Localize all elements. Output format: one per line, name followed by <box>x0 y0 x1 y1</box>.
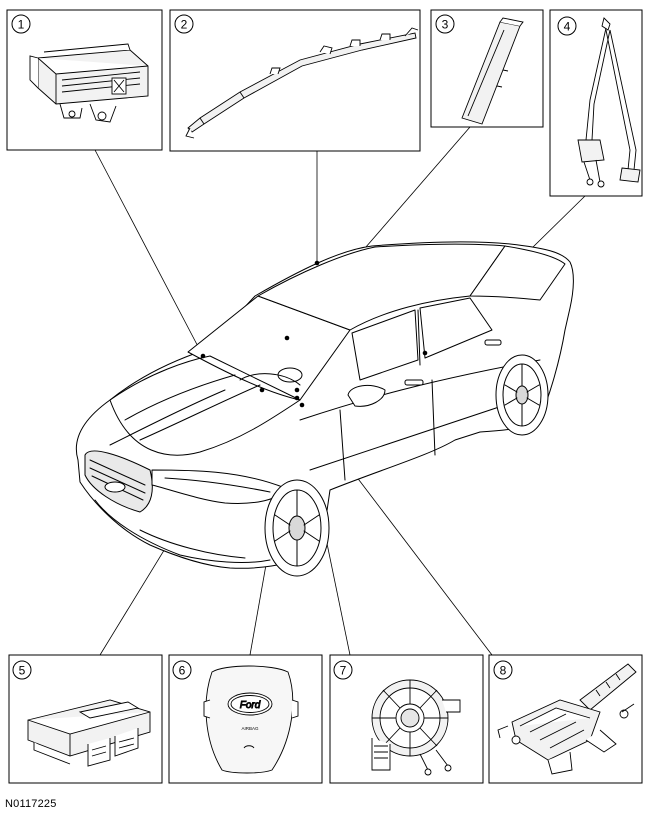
callout-number-5: 5 <box>19 664 26 678</box>
clockspring-icon <box>371 679 461 776</box>
callout-panel-4: 4 <box>549 9 643 197</box>
target-points <box>200 260 428 408</box>
leader-line-1 <box>94 149 204 357</box>
callout-panel-1: 1 <box>6 9 163 151</box>
steering-column-icon <box>497 663 637 775</box>
rear-side-window <box>419 297 493 359</box>
target-dot-5 <box>259 387 265 393</box>
target-dot-7 <box>294 395 300 401</box>
windshield <box>187 295 351 401</box>
callout-panel-3: 3 <box>430 9 544 128</box>
target-dot-6 <box>294 387 300 393</box>
callout-panel-5: 5 <box>8 654 163 784</box>
callout-number-2: 2 <box>181 18 188 32</box>
front-side-window <box>351 309 419 381</box>
callout-number-7: 7 <box>340 664 347 678</box>
target-dot-4 <box>422 350 428 356</box>
roof <box>257 243 506 331</box>
side-mirror <box>347 384 386 407</box>
side-curtain-airbag-icon <box>185 27 419 139</box>
target-dot-8 <box>299 402 305 408</box>
callout-number-6: 6 <box>179 664 186 678</box>
callout-number-4: 4 <box>564 20 571 34</box>
airbag-marking-text: AIRBAG <box>241 726 259 731</box>
callout-number-8: 8 <box>500 664 507 678</box>
callout-number-1: 1 <box>18 18 25 32</box>
callout-number-3: 3 <box>442 18 449 32</box>
hood <box>109 355 301 456</box>
vehicle-illustration <box>75 241 574 577</box>
driver-airbag-module-icon: Ford AIRBAG <box>203 665 299 774</box>
restraints-control-module-icon <box>27 699 151 767</box>
passenger-airbag-module-icon <box>29 43 149 123</box>
seatbelt-icon <box>577 17 641 188</box>
ford-emblem <box>104 481 126 493</box>
callout-panel-2: 2 <box>169 9 421 152</box>
knee-airbag-module-icon <box>461 17 524 125</box>
target-dot-1 <box>200 353 206 359</box>
ford-logo-text: Ford <box>240 700 261 711</box>
callout-panel-8: 8 <box>488 654 643 784</box>
callout-panel-7: 7 <box>329 654 484 784</box>
headlight <box>151 469 286 504</box>
target-dot-3 <box>284 335 290 341</box>
target-dot-2 <box>314 260 320 266</box>
figure-reference-code: N0117225 <box>5 798 57 810</box>
callout-panel-6: 6 Ford AIRBAG <box>168 654 323 784</box>
ford-oval-emblem <box>227 692 273 716</box>
